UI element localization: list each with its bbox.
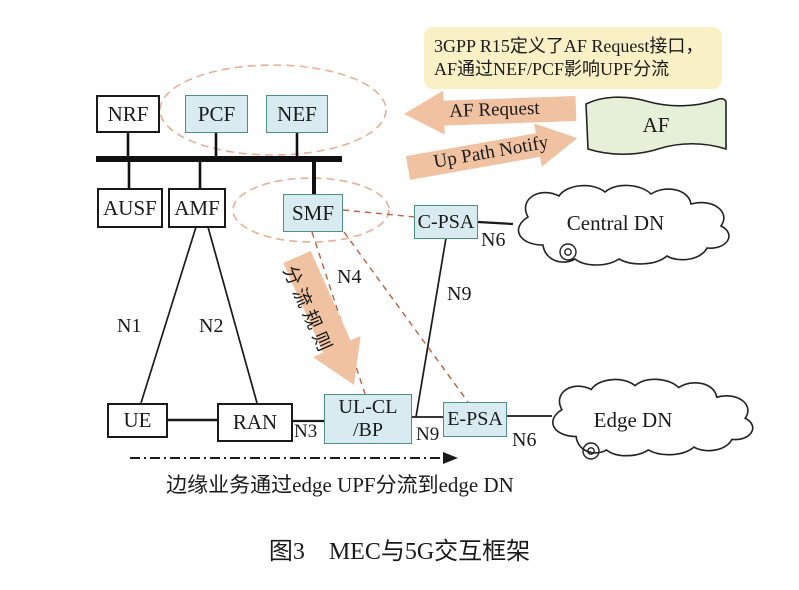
- n1-link: [140, 226, 197, 404]
- node-pcf: PCF: [185, 95, 248, 133]
- node-nrf: NRF: [96, 95, 160, 133]
- node-amf: AMF: [168, 188, 226, 228]
- node-ran: RAN: [217, 403, 293, 442]
- n9-edge-label: N9: [416, 424, 440, 445]
- edge-traffic-flow-arrow: [130, 452, 458, 464]
- af-request-callout: 3GPP R15定义了AF Request接口， AF通过NEF/PCF影响UP…: [424, 27, 722, 89]
- figure-caption: 图3 MEC与5G交互框架: [268, 539, 531, 565]
- n2-link: [207, 226, 258, 404]
- smf-group-ellipse: [232, 177, 390, 243]
- node-ue: UE: [107, 403, 168, 438]
- bus-stub-lines: [126, 132, 316, 196]
- node-cpsa: C-PSA: [414, 205, 478, 239]
- n6-edge-label: N6: [512, 429, 537, 451]
- central-dn-label: Central DN: [566, 211, 665, 235]
- node-epsa: E-PSA: [443, 402, 507, 437]
- node-ulcl-bp: UL-CL /BP: [324, 394, 412, 444]
- af-request-arrow-label: AF Request: [449, 97, 540, 122]
- smf-cpsa-dashed-link: [342, 209, 416, 218]
- node-ulcl-line1: UL-CL: [338, 396, 398, 418]
- edge-dn-label: Edge DN: [593, 408, 673, 432]
- cloud-watermark-glyph: [559, 243, 600, 460]
- offload-rule-arrow: [283, 250, 361, 385]
- af-flag-shape: [585, 96, 727, 155]
- n3-label: N3: [294, 421, 318, 442]
- n1-label: N1: [117, 315, 142, 337]
- n6-central-label: N6: [481, 229, 506, 251]
- node-nef: NEF: [266, 95, 328, 133]
- callout-line2: AF通过NEF/PCF影响UPF分流: [434, 59, 670, 79]
- edge-dn-cloud: [552, 378, 754, 457]
- smf-dashed-links: [311, 209, 469, 403]
- sbi-bus-line: [96, 156, 342, 162]
- n9-core-label: N9: [447, 283, 472, 305]
- n4-label: N4: [337, 266, 362, 288]
- af-request-arrow: [404, 90, 577, 135]
- node-ulcl-line2: /BP: [352, 419, 383, 441]
- solid-links: [140, 220, 552, 423]
- pcf-nef-group-ellipse: [159, 64, 387, 156]
- node-smf: SMF: [283, 194, 343, 232]
- n2-label: N2: [199, 315, 224, 337]
- smf-epsa-dashed-link: [343, 231, 469, 403]
- n6-central-link: [477, 220, 514, 226]
- n9-core-link: [415, 237, 447, 418]
- node-af-label: AF: [642, 113, 670, 137]
- callout-line1: 3GPP R15定义了AF Request接口，: [434, 36, 704, 56]
- node-ausf: AUSF: [97, 188, 163, 228]
- edge-traffic-note: 边缘业务通过edge UPF分流到edge DN: [166, 473, 514, 497]
- up-path-notify-arrow: [405, 123, 578, 180]
